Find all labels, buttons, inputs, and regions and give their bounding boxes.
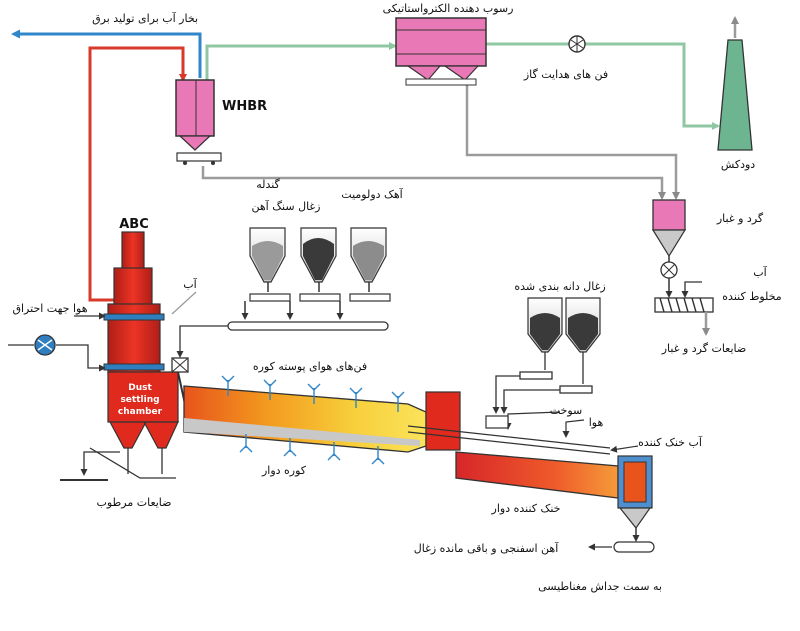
fan-icon — [568, 35, 586, 53]
fan-icon — [34, 334, 56, 356]
label-combustion-air: هوا جهت احتراق — [12, 302, 87, 315]
label-dust-waste: ضایعات گرد و غبار — [661, 342, 747, 355]
label-shell-fans: فن‌های هوای پوسته کوره — [253, 360, 367, 373]
stack-icon — [717, 39, 753, 151]
hopper-icon — [527, 297, 563, 353]
electrostatic-precipitator — [395, 17, 487, 86]
coal-feeders — [492, 352, 593, 414]
label-dsc-1: Dust — [128, 383, 152, 393]
transfer-chute — [425, 391, 461, 451]
label-gas-fan: فن های هدایت گاز — [523, 68, 608, 81]
label-abc: ABC — [119, 217, 149, 232]
label-dsc-3: chamber — [118, 407, 163, 417]
hopper-icon — [249, 227, 286, 283]
wet-waste-chute — [60, 447, 176, 481]
air-line-to-abc — [8, 344, 104, 368]
label-esp: رسوب دهنده الکترواستاتیکی — [383, 2, 514, 15]
steam-out-line — [11, 29, 202, 78]
gas-line-esp — [205, 42, 397, 82]
label-wet-waste: ضایعات مرطوب — [96, 496, 171, 509]
dust-hopper — [651, 199, 687, 262]
label-stack: دودکش — [721, 158, 755, 171]
whbr-dust-line — [201, 166, 666, 200]
feed-conveyor-line — [176, 325, 228, 358]
label-kiln: کوره دوار — [261, 464, 307, 477]
hopper-icon — [300, 227, 337, 283]
label-mixer: مخلوط کننده — [722, 290, 782, 303]
rotary-kiln — [183, 385, 427, 453]
label-air: هوا — [589, 416, 604, 429]
label-cooling-water: آب خنک کننده — [638, 435, 703, 449]
rotary-cooler — [455, 451, 653, 542]
label-water-right: آب — [753, 265, 767, 279]
product-separator — [613, 541, 655, 553]
rotary-valve-icon — [660, 261, 678, 279]
esp-dust-line — [465, 84, 680, 200]
hopper-icon — [350, 227, 387, 283]
hopper-icon — [565, 297, 601, 353]
water-to-mixer — [681, 281, 702, 298]
label-lime: آهک دولومیت — [341, 187, 403, 201]
label-coal-ore: زغال سنگ آهن — [251, 199, 320, 213]
label-steam: بخار آب برای تولید برق — [92, 11, 198, 25]
label-fuel: سوخت — [550, 404, 583, 417]
label-water-left: آب — [183, 277, 197, 291]
label-whbr: WHBR — [222, 99, 267, 114]
label-magnetic: به سمت جداش مغناطیسی — [538, 580, 662, 593]
water-left-line — [171, 291, 197, 315]
label-sponge-iron: آهن اسفنجی و باقی مانده زغال — [414, 541, 559, 555]
label-screened-coal: زغال دانه بندی شده — [514, 280, 605, 293]
whbr-boiler — [175, 79, 222, 165]
gas-line-stack — [485, 42, 720, 130]
steam-line — [88, 46, 187, 302]
bin-feeders — [227, 282, 391, 331]
label-dsc-2: settling — [120, 395, 159, 405]
burner-box — [485, 415, 509, 429]
label-pellet: گندله — [256, 178, 280, 191]
label-rotary-cooler: خنک کننده دوار — [491, 502, 561, 515]
screw-mixer-icon — [654, 297, 714, 313]
shell-air-fans — [221, 375, 405, 465]
cooling-water-pipes — [407, 411, 639, 455]
label-dust: گرد و غبار — [716, 212, 764, 225]
